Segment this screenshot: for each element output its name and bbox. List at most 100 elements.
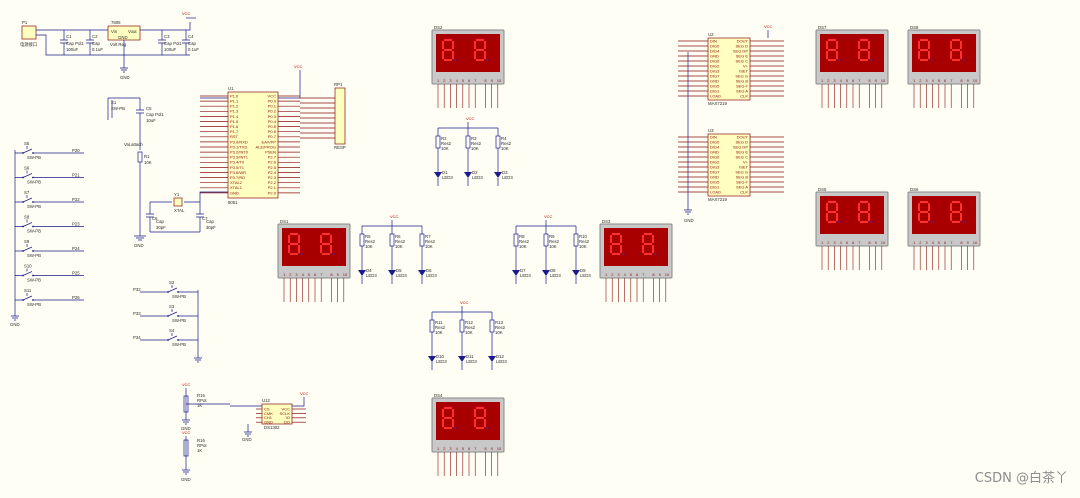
mcu-pin-left: P1.7: [230, 129, 239, 134]
c1-type: Cap Pol1: [66, 41, 84, 46]
c7-type: Cap: [206, 219, 214, 224]
crystal: [173, 197, 183, 207]
led-type: LED3: [426, 273, 437, 278]
led-res-type: Res2: [395, 239, 406, 244]
mcu-pin-right: ALE/PROG: [256, 144, 276, 149]
ds1302: [261, 403, 293, 425]
chip-pin-right: SEG E: [736, 149, 749, 154]
resistor-pack: [334, 87, 346, 145]
led-type: LED3: [580, 273, 591, 278]
mcu-pin-left: P1.4: [230, 114, 239, 119]
ds1302-ref: U12: [262, 398, 270, 403]
chip-pin-left: DIG6: [710, 58, 720, 63]
chip-pin-left: GND: [710, 53, 719, 58]
chip-pin-left: DIG0: [710, 139, 720, 144]
r16-gnd: GND: [181, 477, 191, 482]
svg-text:10: 10: [881, 78, 886, 83]
c3-val: 100uF: [164, 47, 177, 52]
svg-text:7: 7: [858, 78, 861, 83]
chip-pin-right: V+: [743, 159, 749, 164]
display-ref: DS4: [434, 393, 443, 398]
led-type: LED3: [442, 175, 453, 180]
ds1302-pin-right: VCC: [282, 406, 291, 411]
led-res-val: 10K: [501, 146, 509, 151]
svg-text:9: 9: [875, 240, 878, 245]
led-vcc: VCC: [460, 300, 469, 305]
svg-text:2: 2: [611, 272, 614, 277]
led-res-ref: R11: [435, 320, 443, 325]
svg-text:2: 2: [443, 446, 446, 451]
svg-text:4: 4: [840, 240, 843, 245]
led-res-ref: R6: [395, 234, 401, 239]
svg-text:9: 9: [491, 446, 494, 451]
mcu-pin-left: P1.5: [230, 119, 239, 124]
svg-text:2: 2: [919, 240, 922, 245]
reset-cap: C5: [146, 106, 152, 111]
c7-val: 30pF: [206, 225, 216, 230]
led-res-type: Res2: [501, 141, 512, 146]
svg-text:3: 3: [833, 240, 836, 245]
power-jack: [21, 25, 37, 40]
max7219-chips: U2MAX7219DINDIG0DIG4GNDDIG6DIG2DIG3DIG7G…: [678, 24, 784, 223]
mcu-pin-left: P3.3/INT1: [230, 155, 249, 160]
mcu-pin-right: P0.7: [268, 134, 277, 139]
ds1302-gnd: GND: [242, 437, 252, 442]
svg-text:5: 5: [846, 240, 849, 245]
max7219-u2: U2MAX7219DINDIG0DIG4GNDDIG6DIG2DIG3DIG7G…: [678, 32, 784, 106]
led-res-ref: R10: [579, 234, 587, 239]
chip-pin-right: CLK: [740, 93, 748, 98]
svg-text:1: 1: [283, 272, 286, 277]
svg-text:7: 7: [950, 240, 953, 245]
svg-text:1: 1: [605, 272, 608, 277]
ds1302-part: DS1302: [264, 425, 280, 430]
chip-pin-left: DIN: [710, 38, 717, 43]
led-res-type: Res2: [579, 239, 590, 244]
mcu-ref: U1: [228, 86, 234, 91]
svg-text:6: 6: [944, 78, 947, 83]
led-res-type: Res2: [435, 325, 446, 330]
led-res-val: 10K: [441, 146, 449, 151]
chip-pin-left: DIG6: [710, 154, 720, 159]
button-type: SW-PB: [27, 204, 41, 209]
mcu-part: 8051: [228, 200, 238, 205]
mcu-pin-left: P3.0/RXD: [230, 139, 248, 144]
power-jack-label: 电源接口: [20, 41, 37, 48]
svg-text:5: 5: [630, 272, 633, 277]
svg-text:5: 5: [938, 240, 941, 245]
svg-text:1: 1: [437, 78, 440, 83]
chip-pin-right: DOUT: [737, 134, 749, 139]
mcu-8051: [227, 91, 279, 199]
led-group-3: VCCR8Res210KD7LED3R9Res210KD8LED3R10Res2…: [512, 214, 591, 284]
led-res-val: 10K: [519, 244, 527, 249]
led-type: LED3: [520, 273, 531, 278]
mcu-pin-left: P3.4/T0: [230, 160, 245, 165]
button-net: P23: [72, 222, 80, 227]
mcu-pin-left: P1.6: [230, 124, 239, 129]
r16-vcc: VCC: [182, 430, 191, 435]
led-res-type: Res2: [495, 325, 506, 330]
chip-pin-right: SEG A: [736, 184, 748, 189]
mcu-pin-left: P3.2/INT0: [230, 150, 249, 155]
left-buttons: S5SW-PBP20S6SW-PBP21S7SW-PBP22S8SW-PBP23…: [11, 141, 84, 321]
mcu-pin-right: P2.1: [268, 185, 277, 190]
mcu-pin-left: P3.6/WR: [230, 170, 246, 175]
chip-part: MAX7219: [708, 101, 727, 106]
svg-text:3: 3: [925, 240, 928, 245]
led-res-ref: R13: [495, 320, 503, 325]
svg-text:6: 6: [944, 240, 947, 245]
reset-sw: S1: [111, 100, 117, 105]
led-vcc: VCC: [466, 116, 475, 121]
button-net: P20: [72, 148, 80, 153]
mcu-pin-right: P0.3: [268, 114, 277, 119]
chip-pin-left: DIG0: [710, 43, 720, 48]
led-type: LED3: [466, 359, 477, 364]
svg-text:7: 7: [320, 272, 323, 277]
reset-sw-type: SW-PB: [111, 106, 125, 111]
led-group-4: VCCR11Res210KD10LED3R12Res210KD11LED3R13…: [428, 300, 507, 370]
svg-text:1: 1: [437, 446, 440, 451]
chip-pin-left: DIG1: [710, 88, 720, 93]
